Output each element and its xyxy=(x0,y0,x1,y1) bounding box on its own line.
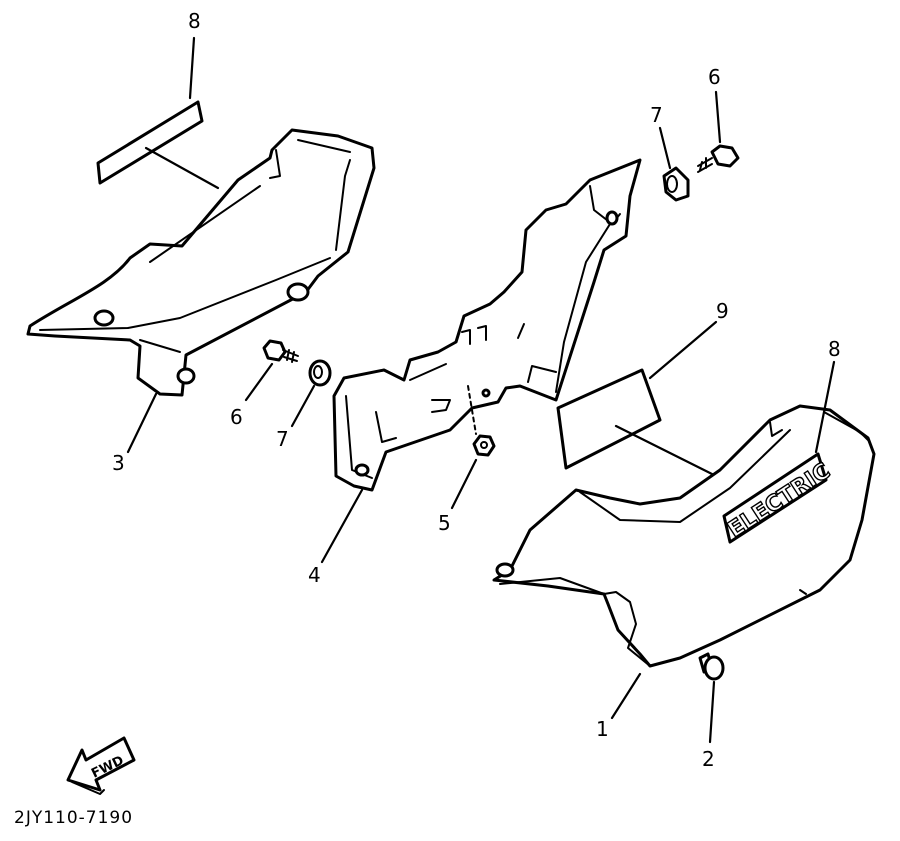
callout-5: 5 xyxy=(438,511,451,535)
left-side-cover-part-3 xyxy=(26,128,376,397)
callout-2: 2 xyxy=(702,747,715,771)
bracket-part-4 xyxy=(332,158,642,492)
nut-part-5 xyxy=(472,434,496,457)
diagram-code: 2JY110-7190 xyxy=(14,808,133,828)
callout-1: 1 xyxy=(596,717,609,741)
emblem-strip-part-8-left xyxy=(96,100,204,185)
grommet-part-7-left xyxy=(308,359,332,387)
bolt-part-6-right xyxy=(697,144,740,173)
callout-7-right: 7 xyxy=(650,103,663,127)
forward-direction-arrow: FWD xyxy=(66,736,136,795)
callout-6-right: 6 xyxy=(708,65,721,89)
bolt-part-6-left xyxy=(262,339,299,363)
callout-labels: 8 3 6 7 4 5 7 6 9 8 1 2 xyxy=(112,9,841,771)
callout-8-left: 8 xyxy=(188,9,201,33)
callout-8-right: 8 xyxy=(828,337,841,361)
callout-6-left: 6 xyxy=(230,405,243,429)
leader-lines xyxy=(126,36,836,744)
screw-part-2 xyxy=(698,652,725,681)
grommet-part-7-right xyxy=(662,166,690,202)
right-side-cover-part-1: ELECTRIC xyxy=(492,404,876,668)
callout-7-left: 7 xyxy=(276,427,289,451)
callout-3: 3 xyxy=(112,451,125,475)
callout-4: 4 xyxy=(308,563,321,587)
decal-sheet-part-9 xyxy=(556,368,662,470)
callout-9: 9 xyxy=(716,299,729,323)
